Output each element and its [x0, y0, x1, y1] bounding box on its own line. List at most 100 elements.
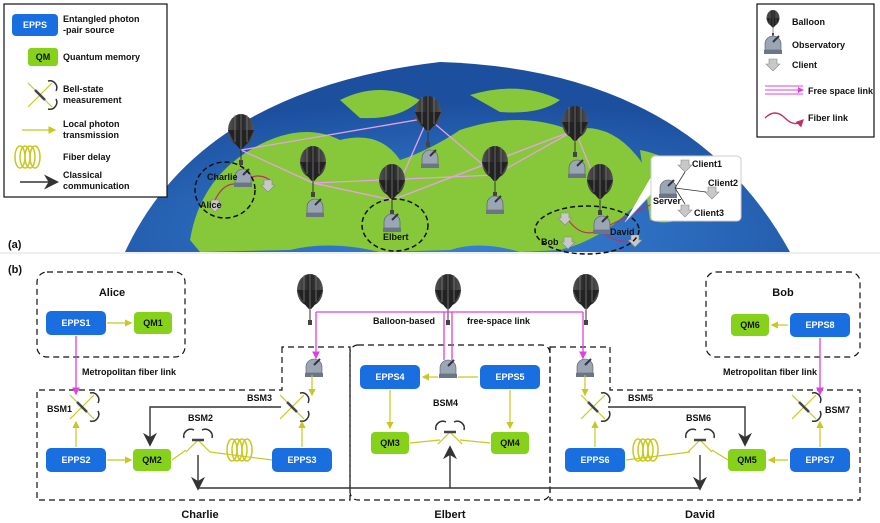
bsm3-label: BSM3 [247, 393, 272, 403]
alice-charlie-region [194, 161, 256, 219]
elbert-title: Elbert [434, 509, 466, 521]
observatory-icon [763, 35, 783, 55]
client1-label: Client1 [692, 159, 722, 169]
qm4-label: QM4 [500, 438, 520, 448]
observatory-icon [420, 149, 440, 169]
epps6-label: EPPS6 [580, 455, 609, 465]
legend-epps-text-2: -pair source [63, 25, 115, 35]
epps2-label: EPPS2 [61, 455, 90, 465]
bsm1-label: BSM1 [47, 404, 72, 414]
qm5-box [728, 449, 766, 471]
panel-a: Client1 Client2 Client3 Server Charlie A… [0, 62, 880, 255]
epps8-label: EPPS8 [805, 320, 834, 330]
server-label: Server [653, 196, 682, 206]
alice-label-a: Alice [200, 200, 222, 210]
legend-left: EPPS Entangled photon -pair source QM Qu… [3, 3, 168, 198]
panel-b-label: (b) [8, 264, 22, 276]
epps2-box [46, 448, 106, 472]
bsm3-icon [278, 391, 311, 423]
epps5-label: EPPS5 [495, 372, 524, 382]
epps6-box [565, 448, 625, 472]
alice-title: Alice [99, 287, 125, 299]
legend-free-space-text: Free space link [808, 86, 874, 96]
legend-bsm-text-2: measurement [63, 95, 122, 105]
observatory-icon [305, 198, 325, 218]
qm3-box [371, 432, 409, 454]
balloon-icon [572, 273, 600, 326]
legend-balloon-text: Balloon [792, 17, 825, 27]
panel-a-label: (a) [8, 239, 22, 251]
bsm7-icon [790, 391, 823, 423]
metro-fiber-label-right: Metropolitan fiber link [723, 367, 818, 377]
observatory-icon [304, 358, 324, 378]
epps7-box [790, 448, 850, 472]
server-callout [650, 155, 742, 222]
legend-fiber-delay-text: Fiber delay [63, 152, 111, 162]
legend-fiber-text: Fiber link [808, 113, 849, 123]
legend-qm-text: Quantum memory [63, 52, 140, 62]
qm5-label: QM5 [737, 455, 757, 465]
balloon-icon [296, 273, 324, 326]
globe-land-arctic [470, 88, 560, 113]
epps3-box [272, 448, 332, 472]
legend-qm-box-label: QM [36, 52, 51, 62]
legend-classical-text-1: Classical [63, 170, 102, 180]
bob-region-box [705, 271, 861, 358]
balloon-link-label-2: free-space link [467, 316, 531, 326]
bsm7-label: BSM7 [825, 405, 850, 415]
qm2-box [133, 449, 171, 471]
epps3-label: EPPS3 [287, 455, 316, 465]
observatory-icon [382, 213, 402, 233]
bsm1-icon [68, 391, 101, 423]
bsm6-icon [684, 427, 716, 454]
legend-local-text-2: transmission [63, 130, 119, 140]
qm6-label: QM6 [740, 320, 760, 330]
bob-title: Bob [772, 287, 794, 299]
globe-land-north [340, 90, 420, 119]
fiber-link-icon [764, 112, 804, 128]
alice-region-box [36, 271, 186, 358]
balloon-icon [434, 273, 462, 326]
balloon-link-label-1: Balloon-based [373, 316, 435, 326]
qm1-box [134, 312, 172, 334]
qm1-label: QM1 [143, 318, 163, 328]
observatory-icon [438, 359, 458, 379]
david-region-box [549, 346, 861, 501]
charlie-title: Charlie [181, 509, 218, 521]
observatory-icon [575, 358, 595, 378]
observatory-icon [592, 215, 612, 235]
bob-david-region [534, 205, 640, 255]
bob-label-a: Bob [541, 237, 559, 247]
epps7-label: EPPS7 [805, 455, 834, 465]
legend-qm-box [28, 48, 58, 66]
legend-classical-text-2: communication [63, 181, 130, 191]
qm4-box [491, 432, 529, 454]
bsm5-icon [579, 391, 612, 423]
fiber-delay-icon [226, 438, 253, 462]
epps5-box [480, 365, 540, 389]
bsm2-label: BSM2 [188, 413, 213, 423]
legend-client-text: Client [792, 60, 817, 70]
legend-local-text-1: Local photon [63, 119, 120, 129]
epps8-box [790, 313, 850, 337]
david-title: David [685, 509, 715, 521]
epps4-label: EPPS4 [375, 372, 404, 382]
charlie-region-box [36, 346, 351, 501]
bsm6-label: BSM6 [686, 413, 711, 423]
epps1-box [46, 311, 106, 335]
client3-label: Client3 [694, 208, 724, 218]
qm2-label: QM2 [142, 455, 162, 465]
bsm5-label: BSM5 [628, 393, 653, 403]
legend-bsm-text-1: Bell-state [63, 84, 104, 94]
elbert-region [361, 198, 429, 252]
david-label-a: David [610, 227, 635, 237]
legend-epps-box [12, 14, 58, 36]
elbert-label-a: Elbert [383, 232, 409, 242]
bsm4-label: BSM4 [433, 398, 458, 408]
epps4-box [360, 365, 420, 389]
observatory-icon [485, 195, 505, 215]
client2-label: Client2 [708, 178, 738, 188]
legend-observatory-text: Observatory [792, 40, 845, 50]
legend-right: Balloon Observatory Client Free space li… [756, 3, 875, 138]
